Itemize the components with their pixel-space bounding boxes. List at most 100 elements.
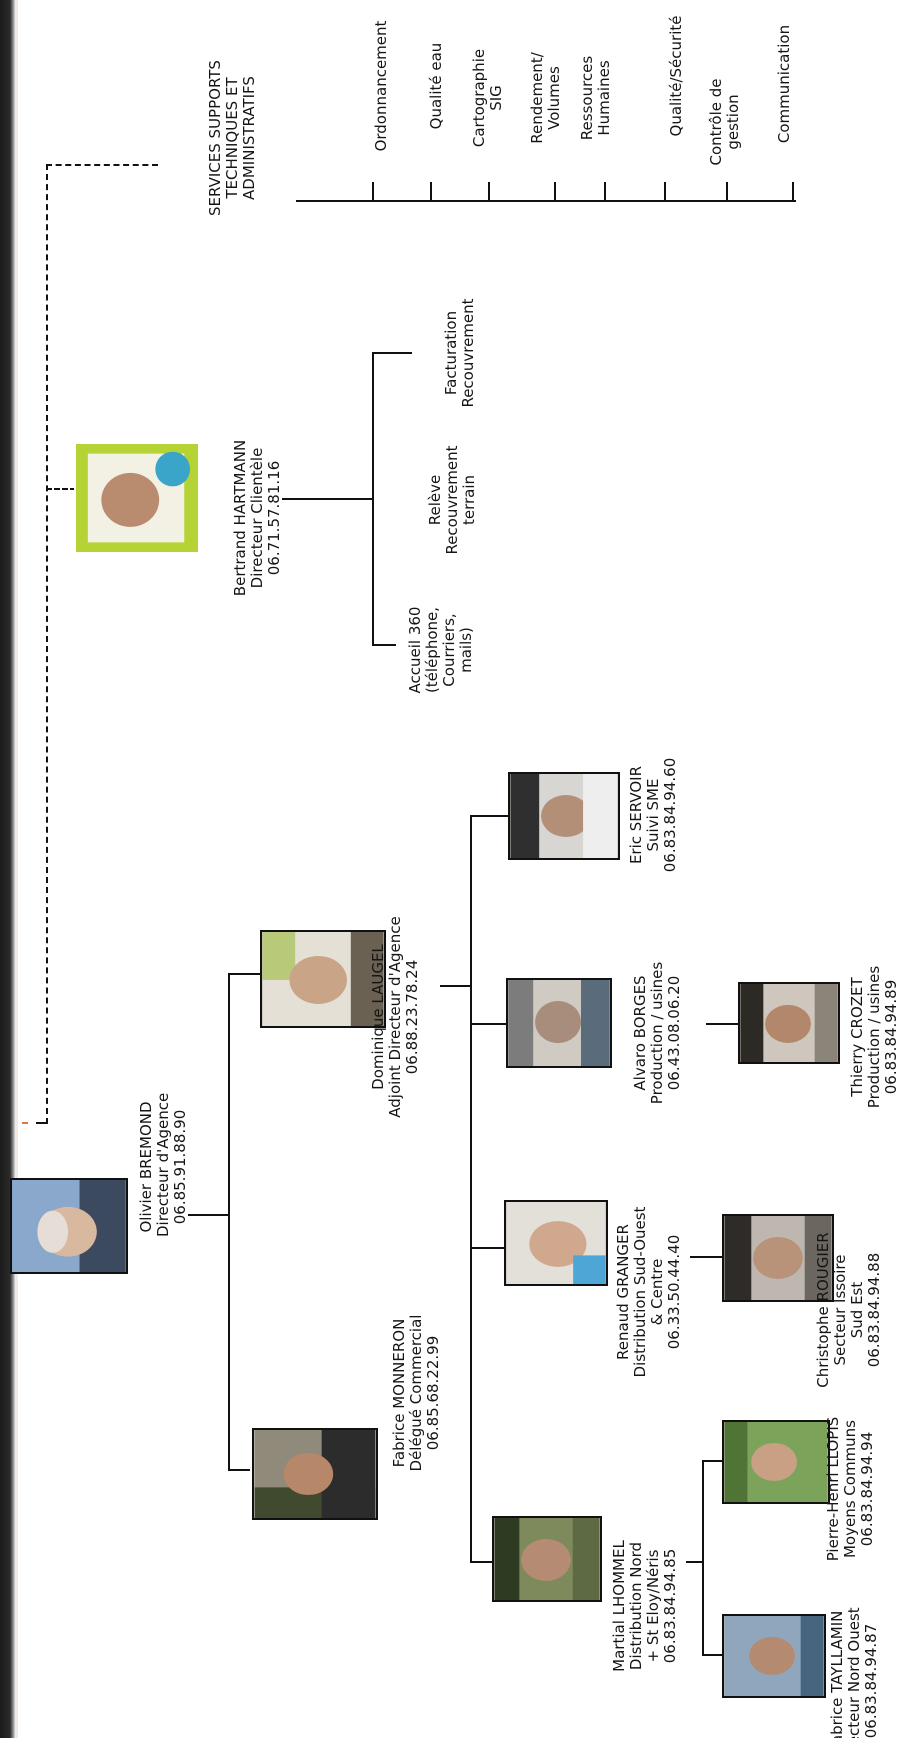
person-name: Olivier BREMOND xyxy=(137,1101,155,1233)
orange-mark xyxy=(22,1122,28,1124)
person-phone: 06.83.84.94.89 xyxy=(882,979,900,1095)
person-role: Production / usines xyxy=(865,965,883,1109)
photo-llopis-avatar xyxy=(722,1420,830,1504)
photo-tayllamin-avatar xyxy=(722,1614,826,1698)
customer-service-accueil: Accueil 360 (téléphone, Courriers, mails… xyxy=(406,606,475,694)
connector xyxy=(702,1654,722,1656)
photo-granger-avatar xyxy=(504,1200,608,1286)
photo-servoir-avatar xyxy=(508,772,620,860)
connector xyxy=(228,1469,250,1471)
person-name: Renaud GRANGER xyxy=(614,1224,632,1360)
person-card-llopis: Pierre-Henri LLOPIS Moyens Communs 06.83… xyxy=(824,1399,877,1579)
person-card-servoir: Eric SERVOIR Suivi SME 06.83.84.94.60 xyxy=(627,745,680,885)
person-role: Directeur Clientèle xyxy=(248,447,266,589)
person-card-monneron: Fabrice MONNERON Délégué Commercial 06.8… xyxy=(390,1308,443,1478)
connector xyxy=(470,1023,506,1025)
connector xyxy=(188,1214,228,1216)
person-role: Suivi SME xyxy=(644,778,662,852)
connector xyxy=(372,352,374,646)
photo-laugel-avatar xyxy=(260,930,386,1028)
connector xyxy=(726,182,728,202)
connector xyxy=(706,1023,738,1025)
person-name: Fabrice TAYLLAMIN xyxy=(828,1610,846,1738)
person-role: Moyens Communs xyxy=(841,1419,859,1559)
support-service-rendement: Rendement/ Volumes xyxy=(528,52,563,144)
person-card-rougier: Christophe ROUGIER Secteur Issoire Sud E… xyxy=(814,1225,883,1395)
person-card-borges: Alvaro BORGES Production / usines 06.43.… xyxy=(631,953,684,1113)
photo-bremond-avatar xyxy=(10,1178,128,1274)
person-role: Délégué Commercial xyxy=(407,1314,425,1472)
person-card-crozet: Thierry CROZET Production / usines 06.83… xyxy=(848,957,901,1117)
connector xyxy=(372,352,412,354)
person-card-bremond: Olivier BREMOND Directeur d'Agence 06.85… xyxy=(137,1092,190,1237)
support-service-qualite-eau: Qualité eau xyxy=(427,42,445,130)
person-card-laugel: Dominique LAUGEL Adjoint Directeur d'Age… xyxy=(369,897,422,1137)
person-role: Adjoint Directeur d'Agence xyxy=(386,916,404,1118)
customer-service-facturation: Facturation Recouvrement xyxy=(442,298,477,408)
person-phone: 06.83.84.94.60 xyxy=(661,757,679,873)
person-phone: 06.88.23.78.24 xyxy=(403,959,421,1075)
connector xyxy=(690,1256,722,1258)
connector xyxy=(792,182,794,202)
connector xyxy=(470,815,472,1563)
person-name: Dominique LAUGEL xyxy=(369,944,387,1090)
support-service-ordonnancement: Ordonnancement xyxy=(372,20,390,152)
person-role-2: Sud Est xyxy=(848,1281,866,1339)
person-role: Production / usines xyxy=(648,961,666,1105)
support-services-title: SERVICES SUPPORTS TECHNIQUES ET ADMINIST… xyxy=(206,60,258,216)
photo-monneron-avatar xyxy=(252,1428,378,1520)
person-role: Secteur Nord Ouest xyxy=(845,1607,863,1738)
connector xyxy=(702,1460,722,1462)
dashed-connector xyxy=(46,164,158,166)
support-service-rh: Ressources Humaines xyxy=(578,55,613,141)
connector xyxy=(372,644,396,646)
person-card-tayllamin: Fabrice TAYLLAMIN Secteur Nord Ouest 06.… xyxy=(828,1598,881,1738)
person-role-2: + St Eloy/Néris xyxy=(644,1549,662,1663)
connector xyxy=(228,973,260,975)
connector xyxy=(372,182,374,202)
person-name: Fabrice MONNERON xyxy=(390,1318,408,1468)
support-service-qualite-securite: Qualité/Sécurité xyxy=(667,15,685,137)
connector xyxy=(554,182,556,202)
person-phone: 06.83.84.94.85 xyxy=(661,1548,679,1664)
person-name: Pierre-Henri LLOPIS xyxy=(824,1416,842,1562)
dashed-connector xyxy=(46,164,48,1124)
person-phone: 06.83.84.94.88 xyxy=(865,1252,883,1368)
connector xyxy=(488,182,490,202)
connector xyxy=(430,182,432,202)
photo-hartmann-avatar xyxy=(74,442,200,554)
connector xyxy=(228,973,230,1471)
support-service-cartographie: Cartographie SIG xyxy=(470,48,505,148)
support-service-controle-gestion: Contrôle de gestion xyxy=(707,78,742,166)
person-role: Directeur d'Agence xyxy=(154,1092,172,1237)
person-name: Christophe ROUGIER xyxy=(814,1232,832,1388)
connector xyxy=(470,1247,504,1249)
connector xyxy=(664,182,666,202)
person-role-2: & Centre xyxy=(648,1258,666,1326)
person-role: Secteur Issoire xyxy=(831,1254,849,1366)
photo-rougier-avatar xyxy=(722,1214,834,1302)
person-phone: 06.83.84.94.94 xyxy=(858,1431,876,1547)
person-card-hartmann: Bertrand HARTMANN Directeur Clientèle 06… xyxy=(231,418,284,618)
connector xyxy=(282,498,372,500)
connector xyxy=(470,1561,492,1563)
dashed-connector xyxy=(46,488,76,490)
photo-lhommel-avatar xyxy=(492,1516,602,1602)
person-phone: 06.71.57.81.16 xyxy=(265,460,283,576)
person-phone: 06.83.84.94.87 xyxy=(862,1623,880,1738)
person-name: Martial LHOMMEL xyxy=(610,1540,628,1672)
person-card-lhommel: Martial LHOMMEL Distribution Nord + St E… xyxy=(610,1521,679,1691)
person-role: Distribution Nord xyxy=(627,1541,645,1671)
person-name: Bertrand HARTMANN xyxy=(231,439,249,597)
person-phone: 06.33.50.44.40 xyxy=(665,1234,683,1350)
support-service-communication: Communication xyxy=(775,24,793,144)
person-role: Distribution Sud-Ouest xyxy=(631,1206,649,1378)
person-phone: 06.43.08.06.20 xyxy=(665,975,683,1091)
scan-margin xyxy=(16,0,18,1738)
connector xyxy=(440,985,470,987)
connector xyxy=(604,182,606,202)
photo-borges-avatar xyxy=(506,978,612,1068)
person-card-granger: Renaud GRANGER Distribution Sud-Ouest & … xyxy=(614,1187,683,1397)
person-name: Eric SERVOIR xyxy=(627,765,645,865)
